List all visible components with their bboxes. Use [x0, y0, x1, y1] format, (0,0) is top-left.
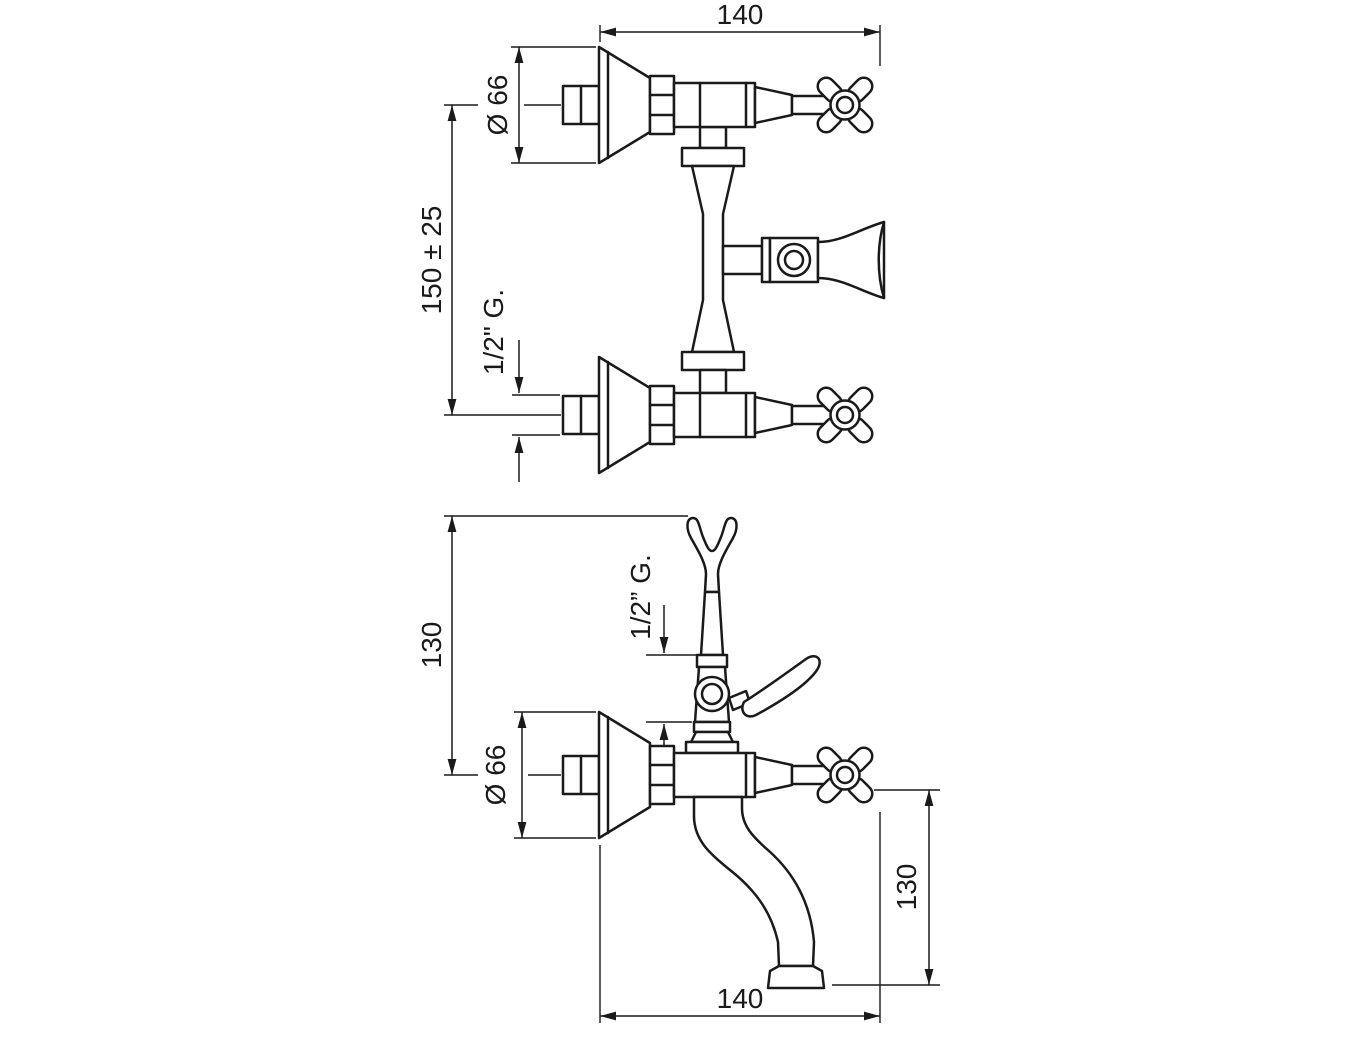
side-valve	[561, 710, 878, 840]
valve-taper	[753, 395, 794, 435]
riser-tube	[699, 590, 725, 657]
dim-label-side-thread: 1/2” G.	[625, 554, 656, 640]
top-view: 140 Ø 66 150 ± 25 1/2" G.	[416, 0, 886, 482]
dim-label-side-width: 140	[717, 983, 764, 1014]
dim-label-side-height-lower: 130	[891, 864, 922, 911]
dimension-side-thread: 1/2” G.	[625, 554, 696, 768]
hex-nut	[648, 74, 676, 136]
dimension-top-diameter: Ø 66	[482, 46, 596, 164]
dimension-side-diameter: Ø 66	[480, 711, 596, 839]
diverter-knob-center	[700, 682, 724, 706]
valve-taper	[753, 755, 794, 795]
valve-body	[672, 751, 757, 799]
shower-hook-fork	[686, 516, 738, 594]
spout-assembly	[692, 795, 826, 990]
dimension-side-width: 140	[599, 812, 881, 1023]
column-connector	[698, 368, 728, 395]
hex-nut	[648, 384, 676, 446]
column-flange	[692, 720, 732, 734]
diverter-knob-center	[783, 249, 805, 271]
diverter-assembly	[721, 220, 886, 300]
column-top-plate	[680, 146, 746, 168]
dim-label-top-diameter: Ø 66	[482, 75, 513, 136]
faucet-top-view	[561, 45, 886, 475]
lever-assembly	[727, 654, 821, 718]
dim-label-top-thread: 1/2" G.	[478, 289, 509, 375]
escutcheon	[597, 355, 652, 475]
dim-label-side-diameter: Ø 66	[480, 745, 511, 806]
thread-collar	[695, 653, 729, 669]
valve-taper	[753, 85, 794, 125]
side-view: 130 1/2” G. Ø 66 130	[416, 515, 940, 1023]
dimension-center-distance: 150 ± 25	[416, 104, 561, 416]
diverter-neck	[721, 244, 764, 276]
column-connector	[698, 125, 728, 150]
spout-tip	[766, 964, 826, 990]
dimension-top-thread: 1/2" G.	[478, 289, 560, 482]
mixer-column	[680, 125, 746, 395]
riser-column	[684, 516, 740, 755]
hex-nut	[648, 744, 676, 806]
dimension-side-height-upper: 130	[416, 515, 688, 776]
tub-spout	[692, 795, 816, 968]
upper-valve	[561, 45, 878, 165]
faucet-side-view	[561, 516, 878, 990]
dim-label-top-width: 140	[717, 0, 764, 30]
bell-mouth-arc	[877, 220, 886, 300]
column-collar	[684, 740, 740, 755]
dim-label-center-distance: 150 ± 25	[416, 206, 447, 315]
lever-handle	[741, 654, 821, 718]
escutcheon	[597, 710, 652, 840]
valve-body	[672, 81, 757, 129]
column-base-taper	[689, 730, 735, 744]
valve-body	[672, 391, 757, 439]
dimension-top-width: 140	[599, 0, 881, 66]
column-bottom-plate	[680, 350, 746, 372]
dim-label-side-height-upper: 130	[416, 622, 447, 669]
diverter-bell	[816, 220, 886, 300]
lower-valve	[561, 355, 878, 475]
dimension-side-height-lower: 130	[832, 789, 940, 986]
escutcheon	[597, 45, 652, 165]
